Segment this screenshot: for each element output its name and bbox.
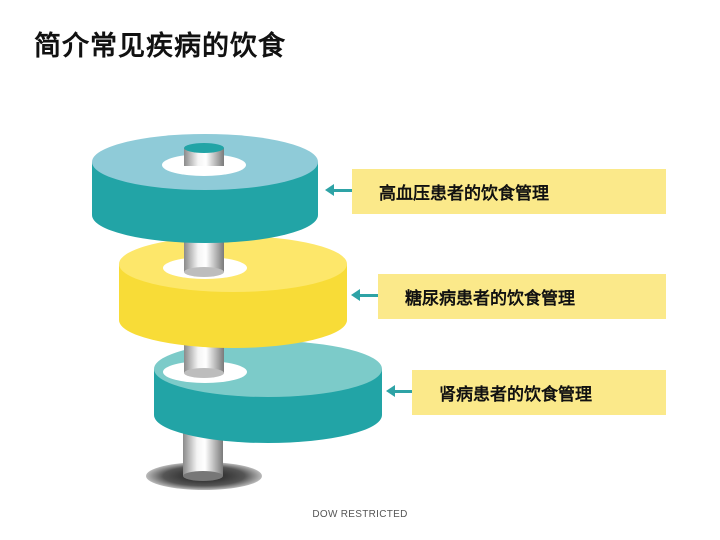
arrow-left-icon: [325, 184, 352, 196]
label-diabetes-diet: 糖尿病患者的饮食管理: [378, 274, 666, 319]
disc-2-yellow: [119, 236, 347, 348]
rod-segment-top: [184, 148, 224, 166]
arrow-left-icon: [386, 385, 413, 397]
arrow-left-icon: [351, 289, 378, 301]
footer-classification: DOW RESTRICTED: [312, 509, 408, 520]
label-hypertension-diet: 高血压患者的饮食管理: [352, 169, 666, 214]
label-kidney-disease-diet: 肾病患者的饮食管理: [412, 370, 666, 415]
rod-cap: [184, 143, 224, 153]
slide-title: 简介常见疾病的饮食: [34, 31, 286, 62]
